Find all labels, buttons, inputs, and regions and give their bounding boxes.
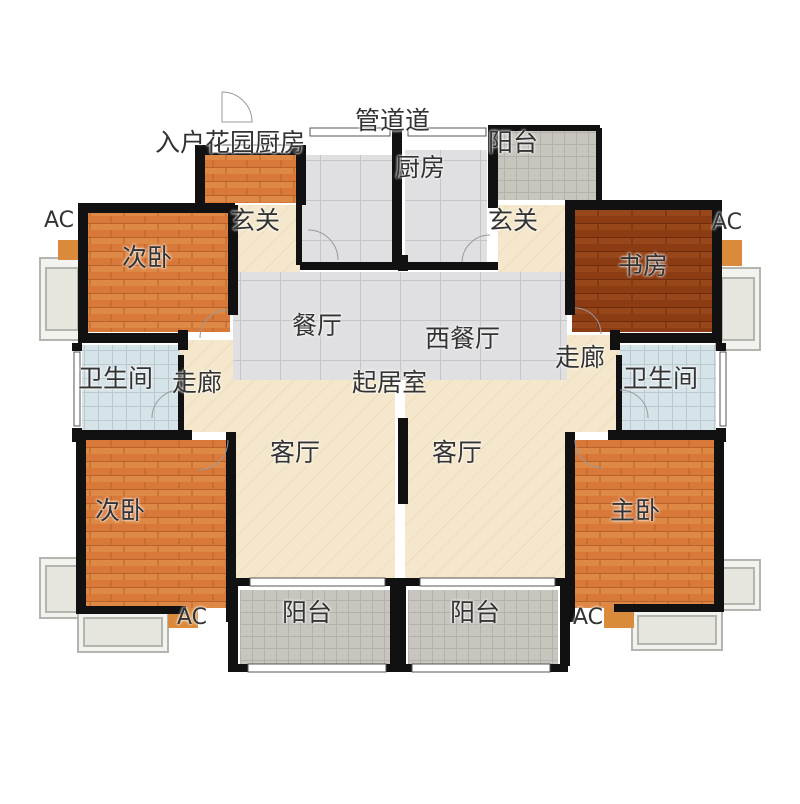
kitchen-b-floor [405, 150, 487, 265]
label-study: 书房 [618, 251, 669, 280]
label-living-left: 客厅 [270, 438, 321, 467]
bath-left-floor [82, 345, 180, 430]
label-dining: 餐厅 [292, 311, 343, 340]
label-pipe-shaft: 管道道 [355, 106, 431, 135]
bedroom-top-left-floor [88, 212, 230, 332]
label-corridor-right: 走廊 [555, 343, 606, 372]
balcony-top-floor [496, 128, 596, 200]
label-bath-left: 卫生间 [78, 364, 154, 393]
study-floor [572, 210, 714, 332]
windows [73, 127, 727, 673]
label-balcony-top: 阳台 [488, 128, 539, 157]
living-right-floor [405, 380, 567, 578]
label-master-bedroom: 主卧 [610, 496, 661, 525]
dining-floor [233, 272, 567, 380]
bath-right-floor [620, 345, 716, 430]
label-ac-top-left: AC [44, 208, 75, 233]
master-bedroom-floor [572, 440, 714, 608]
balcony-left-floor [240, 590, 390, 665]
foyer-right-floor [498, 205, 568, 275]
balcony-right-floor [408, 590, 558, 665]
label-western-dining: 西餐厅 [425, 324, 501, 353]
corridor-left-floor [180, 340, 233, 432]
entry-garden-floor [203, 155, 300, 203]
bedroom-bottom-left-floor [86, 440, 228, 608]
label-living-area: 起居室 [352, 368, 428, 397]
walls [72, 125, 726, 672]
foyer-left-floor [235, 205, 300, 275]
label-foyer-left: 玄关 [230, 206, 281, 235]
label-bath-right: 卫生间 [623, 364, 699, 393]
label-balcony-left: 阳台 [282, 598, 333, 627]
label-kitchen-a: 厨房 [255, 128, 306, 157]
label-foyer-right: 玄关 [488, 206, 539, 235]
label-ac-bottom-left: AC [177, 605, 208, 630]
label-living-right: 客厅 [432, 438, 483, 467]
living-left-floor [233, 380, 395, 578]
label-bedroom-bottom-left: 次卧 [95, 496, 146, 525]
label-ac-bottom-right: AC [573, 605, 604, 630]
label-corridor-left: 走廊 [172, 368, 223, 397]
label-kitchen-b: 厨房 [395, 153, 446, 182]
label-bedroom-top-left: 次卧 [122, 243, 173, 272]
kitchen-a-floor [302, 155, 394, 265]
label-ac-top-right: AC [712, 210, 743, 235]
label-entry-garden: 入户花园 [155, 128, 256, 157]
corridor-right-floor [567, 335, 620, 432]
label-balcony-right: 阳台 [450, 598, 501, 627]
door-swings [151, 91, 649, 471]
